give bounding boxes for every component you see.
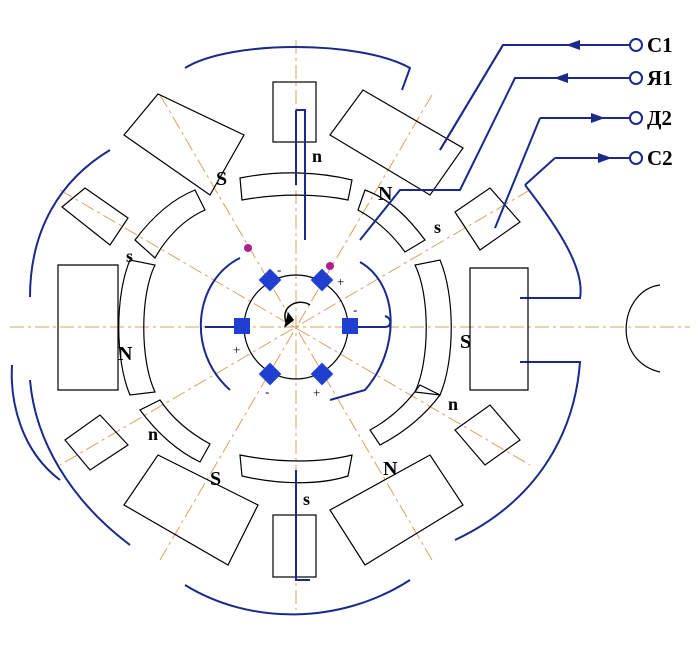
comm-pole-lower-left <box>64 414 129 471</box>
main-pole-top-left <box>123 93 245 196</box>
shoe-lower-left <box>139 399 211 463</box>
wire-c1 <box>439 44 630 151</box>
armature <box>199 257 392 401</box>
comm-label-upper-right: N <box>378 183 393 205</box>
main-pole-right <box>469 267 529 391</box>
armature-winding <box>199 257 392 401</box>
terminal-ya1-label: Я1 <box>647 66 673 90</box>
shoe-lower-right <box>369 384 441 446</box>
wire-c2 <box>524 157 630 186</box>
brush-lower-right <box>310 362 334 386</box>
junction-left <box>244 244 252 252</box>
rotation-arrow <box>284 301 311 323</box>
comm-label-lower-right: n <box>448 394 458 414</box>
brush-upper-left <box>258 268 282 292</box>
comm-pole-upper-left <box>61 187 129 246</box>
main-pole-left <box>57 264 119 391</box>
main-pole-label-left: N <box>118 343 133 365</box>
terminal-wiring <box>295 44 630 581</box>
brush-upper-right <box>310 268 334 292</box>
terminal-c2-label: С2 <box>647 146 673 170</box>
junction-right <box>326 262 334 270</box>
terminal-d2-circle <box>629 111 643 125</box>
shoe-left <box>118 259 156 396</box>
terminal-ya1-circle <box>629 71 643 85</box>
comm-label-top: n <box>312 146 322 166</box>
arrow-d2 <box>591 113 605 123</box>
commutating-poles <box>61 81 521 578</box>
brushes <box>234 268 358 386</box>
wire-d2 <box>494 117 630 229</box>
main-pole-label-right: S <box>460 331 471 353</box>
diagonal-centerline-2 <box>159 94 433 561</box>
main-pole-label-bottom-left: S <box>210 468 221 490</box>
sign-right: - <box>353 302 357 317</box>
rotation-arrowhead <box>284 312 294 328</box>
brush-leads <box>205 315 392 328</box>
main-pole-top-right <box>329 89 464 196</box>
arrow-c1 <box>566 40 580 50</box>
wire-bottom-coil <box>295 470 310 581</box>
arrow-c2 <box>598 153 612 163</box>
main-poles <box>57 89 529 566</box>
shaft-arc <box>625 284 661 373</box>
main-pole-label-bottom: N <box>383 458 398 480</box>
comm-label-left: s <box>126 246 133 266</box>
shoe-bottom <box>239 454 353 484</box>
brush-lower-left <box>258 362 282 386</box>
terminal-c1-label: С1 <box>647 33 673 57</box>
wire-ya1 <box>359 77 630 241</box>
main-pole-label-top: S <box>216 168 227 190</box>
comm-pole-lower-right <box>454 404 521 466</box>
sign-lower-left: - <box>265 384 269 399</box>
terminal-c2-circle <box>629 151 643 165</box>
shoe-upper-left <box>134 189 206 259</box>
comm-pole-top <box>272 81 317 143</box>
comm-label-right: s <box>434 217 441 237</box>
terminal-d2-label: Д2 <box>647 106 672 130</box>
comm-label-lower-left: n <box>148 424 158 444</box>
main-pole-bottom-left <box>123 454 259 566</box>
comm-pole-bottom <box>272 514 317 578</box>
wire-top-coil <box>295 109 306 240</box>
sign-upper-left: - <box>277 262 281 277</box>
diagonal-centerline-3 <box>59 189 531 466</box>
comm-label-bottom: s <box>303 489 310 509</box>
main-pole-bottom-right <box>329 454 464 566</box>
arrow-ya1 <box>554 73 568 83</box>
terminal-c1-circle <box>629 38 643 52</box>
sign-lower-right: + <box>313 385 320 400</box>
shoe-top <box>239 172 353 201</box>
diagonal-centerline-4 <box>59 189 531 466</box>
sign-upper-right: + <box>337 274 344 289</box>
brush-right <box>342 318 358 334</box>
brush-left <box>234 318 250 334</box>
pole-shoes <box>118 172 452 484</box>
sign-left: + <box>233 342 240 357</box>
comm-pole-upper-right <box>454 187 521 251</box>
